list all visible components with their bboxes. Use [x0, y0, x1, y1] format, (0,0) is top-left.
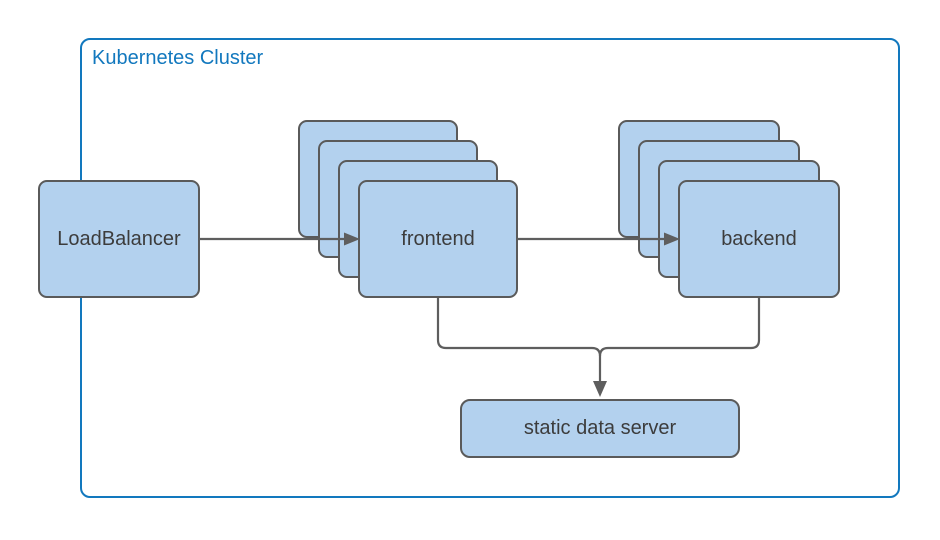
cluster-title: Kubernetes Cluster [92, 47, 264, 69]
node-load-balancer-label: LoadBalancer [57, 227, 181, 250]
node-backend: backend [678, 180, 840, 298]
node-frontend-label: frontend [401, 227, 475, 250]
node-backend-label: backend [721, 227, 797, 250]
node-load-balancer: LoadBalancer [38, 180, 200, 298]
node-static-data-server-label: static data server [523, 417, 677, 439]
node-frontend: frontend [358, 180, 518, 298]
node-static-data-server: static data server [460, 399, 740, 458]
